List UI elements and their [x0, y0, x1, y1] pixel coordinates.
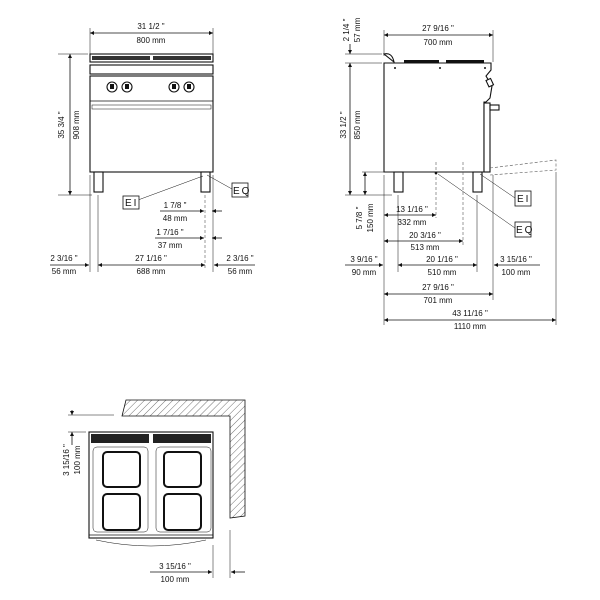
- front-view: 31 1/2 " 800 mm 35 3/4 " 908 mm EI EQ 1 …: [50, 22, 255, 276]
- leg: [472, 171, 483, 193]
- left-in: 2 3/16 ": [50, 254, 77, 263]
- control-knobs: [106, 81, 195, 93]
- eq-label: EQ: [233, 186, 251, 197]
- left-mm: 56 mm: [52, 267, 77, 276]
- height-in: 35 3/4 ": [57, 111, 66, 138]
- right-mm: 56 mm: [228, 267, 253, 276]
- eq-label: EQ: [516, 225, 534, 236]
- rear-in: 3 9/16 ": [350, 255, 377, 264]
- ei-dist-mm: 513 mm: [411, 243, 440, 252]
- leg-mm: 150 mm: [366, 203, 375, 232]
- ei-dist-in: 20 3/16 ": [409, 231, 441, 240]
- hot-plates: [102, 451, 202, 531]
- leg-in: 5 7/8 ": [355, 206, 364, 229]
- d2-in: 1 7/16 ": [156, 228, 183, 237]
- legs-in: 20 1/16 ": [426, 255, 458, 264]
- leg: [93, 171, 104, 193]
- top-in: 2 1/4 ": [342, 18, 351, 41]
- door-handle: [489, 104, 500, 111]
- side-clearance-mm: 100 mm: [161, 575, 190, 584]
- height-in: 33 1/2 ": [339, 111, 348, 138]
- rear-mm: 90 mm: [352, 268, 377, 277]
- height-mm: 850 mm: [353, 110, 362, 139]
- oven-door: [483, 102, 491, 173]
- mid-mm: 688 mm: [137, 267, 166, 276]
- width-in: 31 1/2 ": [137, 22, 164, 31]
- burner-strip: [89, 53, 214, 63]
- depth-mm: 700 mm: [424, 38, 453, 47]
- appliance-side: [383, 62, 493, 173]
- total-mm: 701 mm: [424, 296, 453, 305]
- leg: [200, 171, 211, 193]
- front-in: 3 15/16 ": [500, 255, 532, 264]
- right-in: 2 3/16 ": [226, 254, 253, 263]
- top-mm: 57 mm: [353, 17, 362, 42]
- d1-mm: 48 mm: [163, 214, 188, 223]
- side-view: 27 9/16 " 700 mm 2 1/4 " 57 mm 33 1/2 " …: [339, 17, 557, 331]
- depth-in: 27 9/16 ": [422, 24, 454, 33]
- total-in: 27 9/16 ": [422, 283, 454, 292]
- width-mm: 800 mm: [137, 36, 166, 45]
- wall: [121, 399, 246, 519]
- knob: [485, 77, 495, 88]
- height-mm: 908 mm: [72, 110, 81, 139]
- eq-dist-mm: 332 mm: [398, 218, 427, 227]
- open-in: 43 11/16 ": [452, 309, 488, 318]
- open-mm: 1110 mm: [454, 322, 486, 331]
- leg: [393, 171, 404, 193]
- legs-mm: 510 mm: [428, 268, 457, 277]
- d2-mm: 37 mm: [158, 241, 183, 250]
- eq-dist-in: 13 1/16 ": [396, 205, 428, 214]
- plan-view: 3 15/16 " 100 mm 3 15/16 " 100 mm: [62, 399, 246, 584]
- ei-label: EI: [517, 194, 530, 205]
- back-clearance-mm: 100 mm: [73, 445, 82, 474]
- ei-label: EI: [125, 198, 138, 209]
- side-clearance-in: 3 15/16 ": [159, 562, 191, 571]
- mid-in: 27 1/16 ": [135, 254, 167, 263]
- appliance-top: [88, 431, 214, 539]
- back-clearance-in: 3 15/16 ": [62, 444, 71, 476]
- d1-in: 1 7/8 ": [164, 201, 187, 210]
- front-mm: 100 mm: [502, 268, 531, 277]
